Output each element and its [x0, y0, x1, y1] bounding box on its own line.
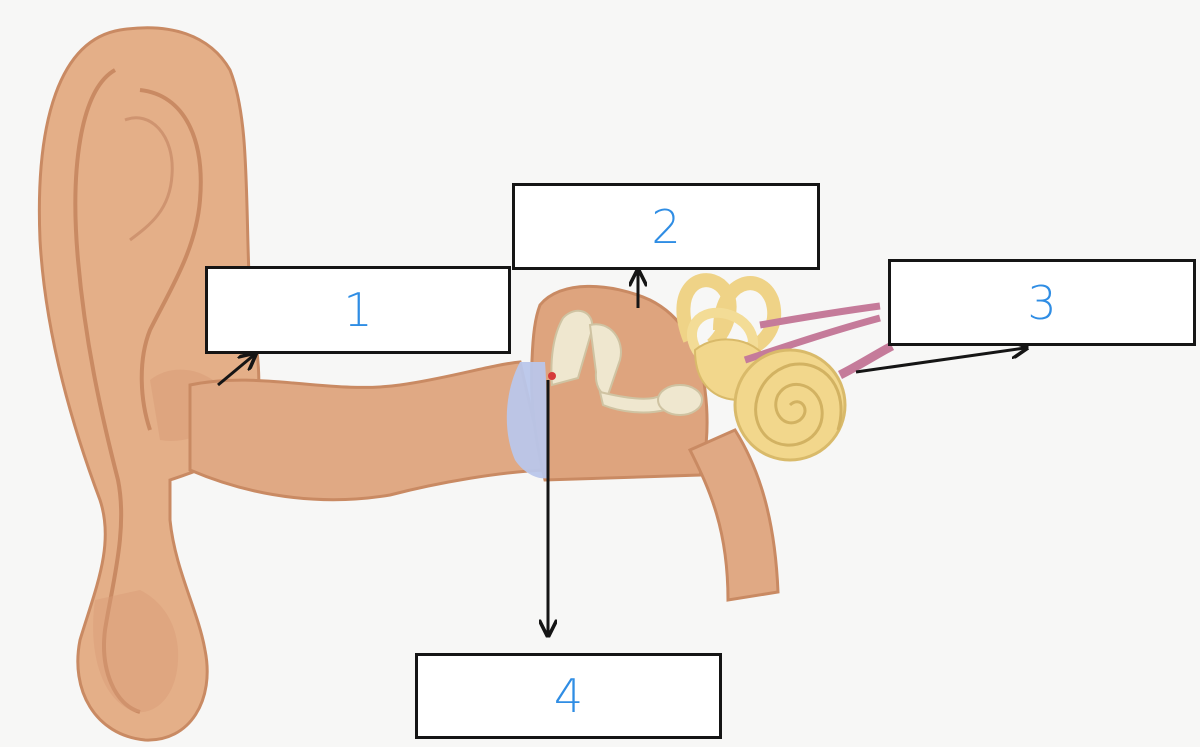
- semicircular-canal-2: [713, 276, 782, 357]
- arrow-1: [217, 355, 254, 387]
- earlobe: [93, 590, 179, 713]
- middle-ear: [506, 284, 780, 602]
- ear-canal: [188, 360, 547, 502]
- label-box-3: 3: [888, 259, 1196, 346]
- label-text-2: 2: [651, 199, 681, 254]
- pinna-antihelix: [139, 88, 203, 431]
- label-text-4: 4: [553, 669, 584, 723]
- label-text-1: 1: [343, 283, 373, 337]
- eustachian-tube: [687, 428, 780, 602]
- label-box-4: 4: [415, 653, 722, 739]
- label-box-1: 1: [205, 266, 511, 354]
- pinna-inner-fold: [124, 116, 174, 242]
- malleus-bone: [550, 309, 594, 387]
- cochlea-spiral: [754, 362, 843, 447]
- auditory-nerve: [743, 302, 895, 380]
- label-box-2: 2: [512, 183, 820, 270]
- label-text-3: 3: [1027, 275, 1057, 330]
- oval-window: [657, 384, 703, 416]
- incus-bone: [588, 323, 622, 397]
- pinna-outline: [37, 26, 261, 742]
- eardrum: [506, 362, 548, 479]
- arrow-3: [855, 348, 1025, 374]
- inner-ear: [676, 273, 895, 462]
- eardrum-marker-dot: [548, 372, 556, 380]
- pinna-helix-fold: [73, 68, 141, 714]
- ear-canal-tube: [188, 360, 547, 502]
- label-arrows: [217, 272, 1025, 634]
